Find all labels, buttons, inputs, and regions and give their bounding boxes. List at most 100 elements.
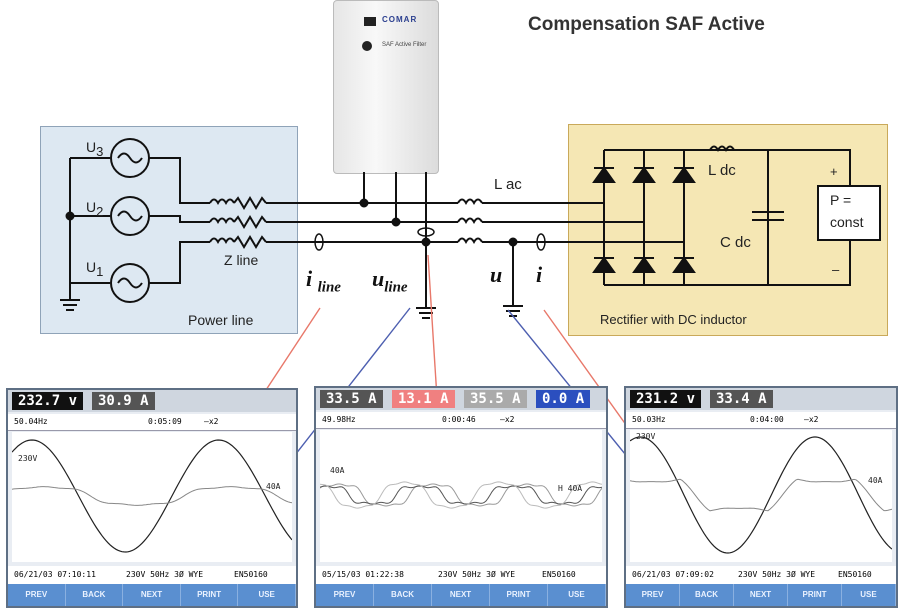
- scope-2-back-button[interactable]: BACK: [374, 584, 432, 606]
- scope-1-config: 230V 50Hz 3Ø WYE: [126, 570, 204, 579]
- c-dc-label: C dc: [720, 234, 751, 251]
- load-label-2: const: [830, 214, 864, 230]
- u-line-label: uline: [372, 266, 408, 296]
- scope-1-use-button[interactable]: USE: [238, 584, 296, 606]
- scope-3-zoom: –x2: [804, 415, 819, 424]
- scope-2-buttons: PREV BACK NEXT PRINT USE: [316, 584, 606, 606]
- u3-label: U3: [86, 139, 103, 159]
- scope-3-reading-1: 231.2 v: [630, 390, 702, 408]
- scope-2-reading-1: 33.5 A: [320, 390, 383, 408]
- scope-3-standard: EN50160: [838, 570, 872, 579]
- scope-1-buttons: PREV BACK NEXT PRINT USE: [8, 584, 296, 606]
- scope-1-time: 0:05:09: [148, 417, 182, 426]
- scope-2-config: 230V 50Hz 3Ø WYE: [438, 570, 516, 579]
- scope-2-freq: 49.98Hz: [322, 415, 356, 424]
- scope-3-date: 06/21/03 07:09:02: [632, 570, 714, 579]
- scope-3-back-button[interactable]: BACK: [680, 584, 734, 606]
- scope-3-print-button[interactable]: PRINT: [788, 584, 842, 606]
- scope-2-header: 33.5 A 13.1 A 35.5 A 0.0 A: [316, 388, 606, 410]
- scope-3-waveforms: [629, 436, 893, 554]
- device-brand: COMAR: [382, 15, 418, 24]
- scope-3-time: 0:04:00: [750, 415, 784, 424]
- l-ac-label: L ac: [494, 176, 522, 193]
- scope-1-reading-2: 30.9 A: [92, 392, 155, 410]
- diagram-title: Compensation SAF Active: [528, 14, 765, 35]
- u-line-sub: line: [384, 279, 408, 296]
- scope-2-reading-3: 35.5 A: [464, 390, 527, 408]
- scope-2-wave-a: [319, 483, 603, 507]
- scope-3-voltage-wave: [629, 436, 893, 554]
- device-button-icon: [362, 41, 372, 51]
- u3-text: U: [86, 139, 97, 155]
- i-line-text: i: [306, 266, 313, 291]
- scope-1-standard: EN50160: [234, 570, 268, 579]
- scope-2-use-button[interactable]: USE: [548, 584, 606, 606]
- scope-1-amp-label: 40A: [266, 482, 281, 491]
- scope-3-volt-label: 230V: [636, 432, 656, 441]
- u-line-text: u: [372, 266, 385, 291]
- scope-2-h-label: H 40A: [558, 484, 583, 493]
- scope-1-info: 50.04Hz 0:05:09 –x2: [8, 414, 296, 431]
- scope-3-status: 06/21/03 07:09:02 230V 50Hz 3Ø WYE EN501…: [626, 566, 896, 584]
- scope-1-print-button[interactable]: PRINT: [181, 584, 239, 606]
- scope-2-next-button[interactable]: NEXT: [432, 584, 490, 606]
- minus-label: –: [832, 262, 840, 277]
- scope-1-current-wave: [11, 486, 293, 506]
- scope-1-header: 232.7 v 30.9 A: [8, 390, 296, 412]
- power-line-box: [40, 126, 298, 334]
- scope-2-date: 05/15/03 01:22:38: [322, 570, 404, 579]
- u1-sub: 1: [96, 263, 104, 279]
- scope-3-current-wave: [629, 478, 893, 512]
- scope-1-next-button[interactable]: NEXT: [123, 584, 181, 606]
- scope-2: 33.5 A 13.1 A 35.5 A 0.0 A 49.98Hz 0:00:…: [314, 386, 608, 608]
- i-line-label: i line: [306, 266, 341, 296]
- scope-2-wave-b: [319, 485, 603, 505]
- scope-2-status: 05/15/03 01:22:38 230V 50Hz 3Ø WYE EN501…: [316, 566, 606, 584]
- scope-1-waveforms: [11, 439, 293, 553]
- scope-2-info: 49.98Hz 0:00:46 –x2: [316, 412, 606, 429]
- load-label-1: P =: [830, 192, 852, 208]
- scope-3-info: 50.03Hz 0:04:00 –x2: [626, 412, 896, 429]
- scope-2-time: 0:00:46: [442, 415, 476, 424]
- u1-label: U1: [86, 259, 103, 279]
- saf-active-filter-device: COMAR SAF Active Filter: [333, 0, 439, 174]
- scope-2-wave-c: [319, 481, 603, 509]
- scope-1-back-button[interactable]: BACK: [66, 584, 124, 606]
- scope-3-prev-button[interactable]: PREV: [626, 584, 680, 606]
- u2-sub: 2: [96, 203, 104, 219]
- scope-2-zoom: –x2: [500, 415, 515, 424]
- scope-3: 231.2 v 33.4 A 50.03Hz 0:04:00 –x2 230V …: [624, 386, 898, 608]
- power-line-label: Power line: [188, 312, 254, 328]
- scope-3-header: 231.2 v 33.4 A: [626, 388, 896, 410]
- scope-1: 232.7 v 30.9 A 50.04Hz 0:05:09 –x2 230V …: [6, 388, 298, 608]
- scope-3-config: 230V 50Hz 3Ø WYE: [738, 570, 816, 579]
- u2-label: U2: [86, 199, 103, 219]
- u1-text: U: [86, 259, 97, 275]
- l-dc-label: L dc: [708, 162, 736, 179]
- scope-3-plot: 230V 40A: [629, 430, 893, 562]
- device-display-icon: [364, 17, 376, 26]
- scope-1-voltage-wave: [11, 439, 293, 553]
- scope-3-amp-label: 40A: [868, 476, 883, 485]
- u3-sub: 3: [96, 143, 104, 159]
- scope-2-standard: EN50160: [542, 570, 576, 579]
- scope-1-prev-button[interactable]: PREV: [8, 584, 66, 606]
- scope-3-next-button[interactable]: NEXT: [734, 584, 788, 606]
- scope-3-freq: 50.03Hz: [632, 415, 666, 424]
- i-line-sub: line: [317, 279, 341, 296]
- z-line-label: Z line: [224, 252, 259, 268]
- scope-3-use-button[interactable]: USE: [842, 584, 896, 606]
- scope-2-print-button[interactable]: PRINT: [490, 584, 548, 606]
- scope-1-volt-label: 230V: [18, 454, 38, 463]
- scope-2-prev-button[interactable]: PREV: [316, 584, 374, 606]
- scope-2-reading-2: 13.1 A: [392, 390, 455, 408]
- scope-3-buttons: PREV BACK NEXT PRINT USE: [626, 584, 896, 606]
- scope-2-plot: 40A H 40A: [319, 430, 603, 562]
- scope-1-zoom: –x2: [204, 417, 219, 426]
- plus-label: +: [830, 164, 838, 179]
- scope-1-status: 06/21/03 07:10:11 230V 50Hz 3Ø WYE EN501…: [8, 566, 296, 584]
- rectifier-label: Rectifier with DC inductor: [600, 312, 747, 327]
- device-label: SAF Active Filter: [382, 42, 427, 48]
- scope-1-reading-1: 232.7 v: [12, 392, 84, 410]
